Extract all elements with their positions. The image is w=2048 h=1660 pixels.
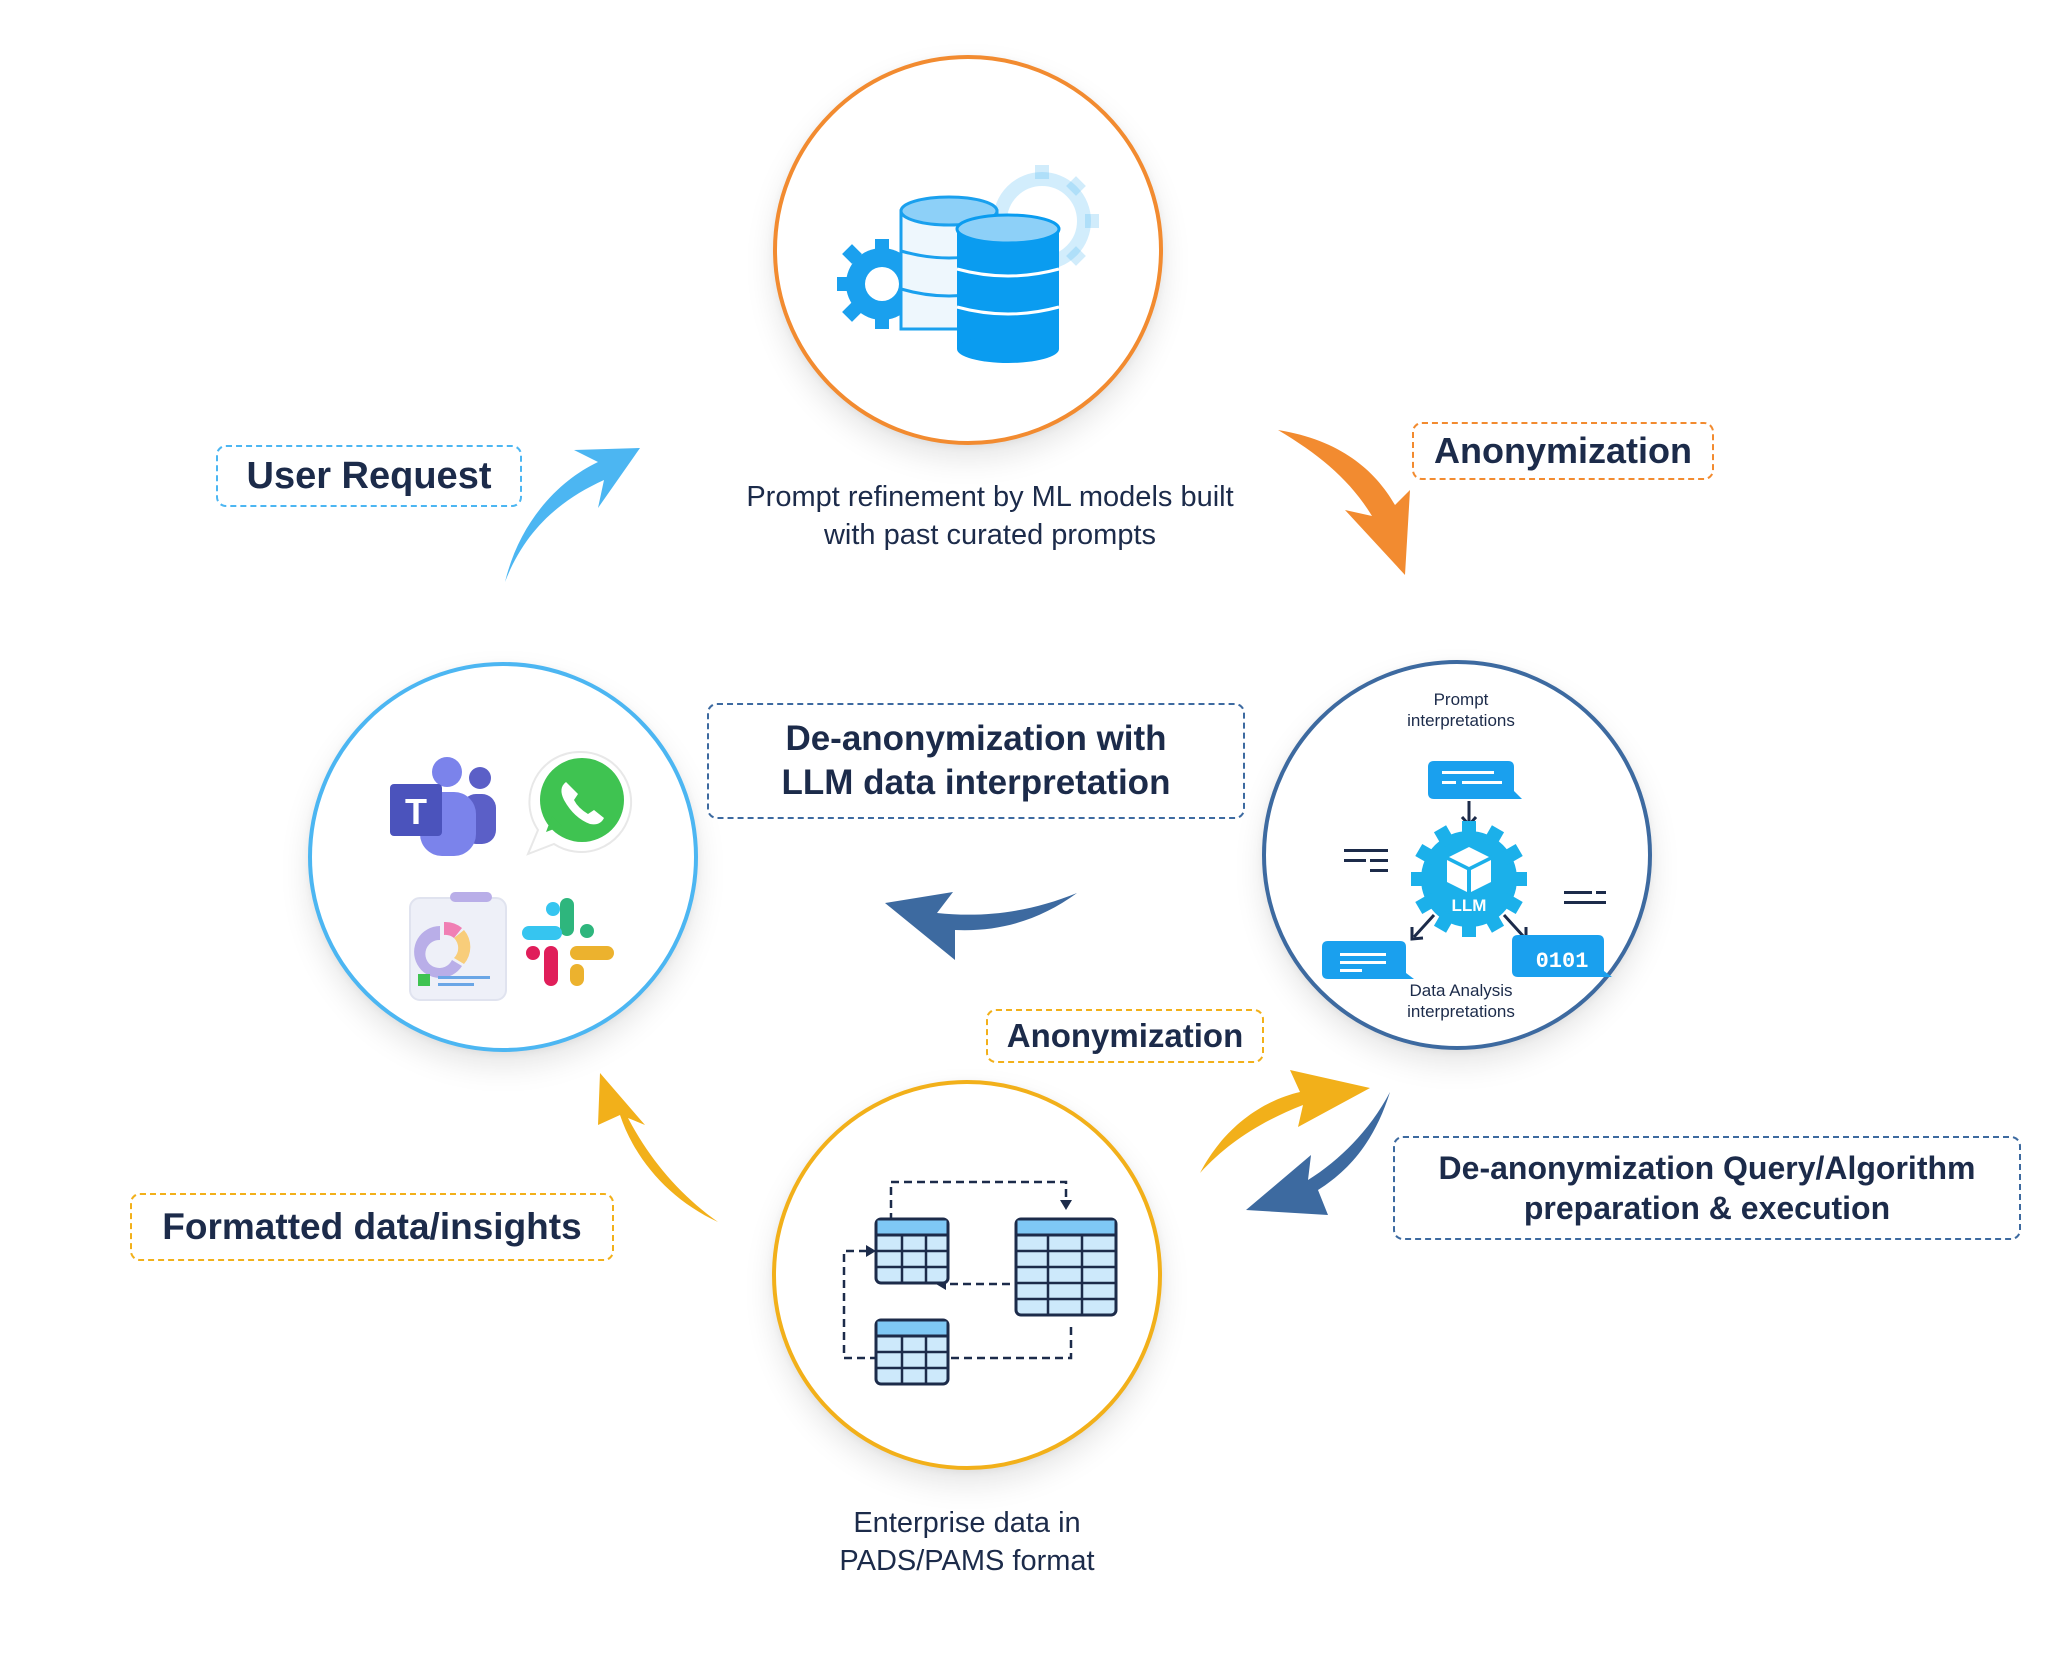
caption-line: with past curated prompts bbox=[823, 519, 1157, 551]
linked-tables-icon bbox=[842, 1180, 1118, 1386]
prompt-refinement-caption: Prompt refinement by ML models built wit… bbox=[640, 478, 1340, 554]
arrow-deanonymization-query bbox=[1246, 1092, 1390, 1215]
binary-chat-bubble-icon: 0101 bbox=[1512, 935, 1612, 977]
label-line: interpretations bbox=[1407, 1002, 1515, 1021]
enterprise-data-node bbox=[772, 1080, 1162, 1470]
arrow-user-request bbox=[505, 448, 640, 582]
database-gear-icon bbox=[837, 165, 1099, 363]
prompt-interpretations-label: Prompt interpretations bbox=[1361, 689, 1561, 731]
arrow-anonymization-bottom bbox=[1200, 1070, 1370, 1173]
label-line: De-anonymization with bbox=[785, 719, 1167, 758]
caption-line: Prompt refinement by ML models built bbox=[746, 481, 1234, 513]
label-line: LLM data interpretation bbox=[781, 763, 1171, 802]
text-lines-icon bbox=[1564, 891, 1606, 904]
enterprise-data-caption: Enterprise data in PADS/PAMS format bbox=[767, 1504, 1167, 1580]
llm-label: LLM bbox=[1452, 896, 1487, 915]
label-line: Prompt bbox=[1433, 690, 1489, 709]
label-text: Anonymization bbox=[1434, 430, 1692, 471]
gear-icon bbox=[1411, 821, 1527, 937]
label-line: interpretations bbox=[1407, 711, 1515, 730]
arrow-deanonymization-llm bbox=[885, 892, 1077, 960]
arrow-formatted bbox=[598, 1073, 718, 1222]
teams-icon: T bbox=[390, 757, 496, 856]
prompt-refinement-node bbox=[773, 55, 1163, 445]
label-line: De-anonymization Query/Algorithm bbox=[1438, 1150, 1976, 1186]
caption-line: Enterprise data in bbox=[853, 1507, 1081, 1539]
arrow-anonymization-top bbox=[1278, 430, 1410, 575]
user-request-label: User Request bbox=[216, 445, 522, 507]
caption-line: PADS/PAMS format bbox=[839, 1545, 1095, 1577]
text-lines-icon bbox=[1344, 849, 1388, 872]
report-icon bbox=[409, 892, 507, 1001]
analysis-chat-bubble-icon bbox=[1322, 941, 1414, 979]
prompt-chat-bubble-icon bbox=[1428, 761, 1522, 799]
database-solid-icon bbox=[955, 213, 1061, 363]
whatsapp-icon bbox=[526, 750, 633, 856]
data-analysis-interpretations-label: Data Analysis interpretations bbox=[1361, 980, 1561, 1022]
teams-letter: T bbox=[405, 791, 427, 832]
llm-node: Prompt interpretations bbox=[1262, 660, 1652, 1050]
cube-icon bbox=[1447, 847, 1491, 892]
label-line: preparation & execution bbox=[1523, 1190, 1891, 1226]
table-icon bbox=[1014, 1217, 1118, 1317]
label-line: Data Analysis bbox=[1409, 981, 1513, 1000]
table-icon bbox=[874, 1217, 950, 1285]
deanonymization-llm-label: De-anonymization with LLM data interpret… bbox=[707, 703, 1245, 819]
label-text: Anonymization bbox=[1006, 1017, 1244, 1054]
table-icon bbox=[874, 1318, 950, 1386]
llm-gear-icon: LLM 0101 bbox=[1322, 761, 1612, 979]
slack-icon bbox=[522, 898, 614, 986]
anonymization-bottom-label: Anonymization bbox=[986, 1009, 1264, 1063]
formatted-data-label: Formatted data/insights bbox=[130, 1193, 614, 1261]
anonymization-top-label: Anonymization bbox=[1412, 422, 1714, 480]
binary-label: 0101 bbox=[1536, 949, 1589, 974]
label-text: Formatted data/insights bbox=[162, 1206, 582, 1247]
user-channels-node: T bbox=[308, 662, 698, 1052]
label-text: User Request bbox=[246, 454, 492, 497]
deanonymization-query-label: De-anonymization Query/Algorithm prepara… bbox=[1393, 1136, 2021, 1240]
